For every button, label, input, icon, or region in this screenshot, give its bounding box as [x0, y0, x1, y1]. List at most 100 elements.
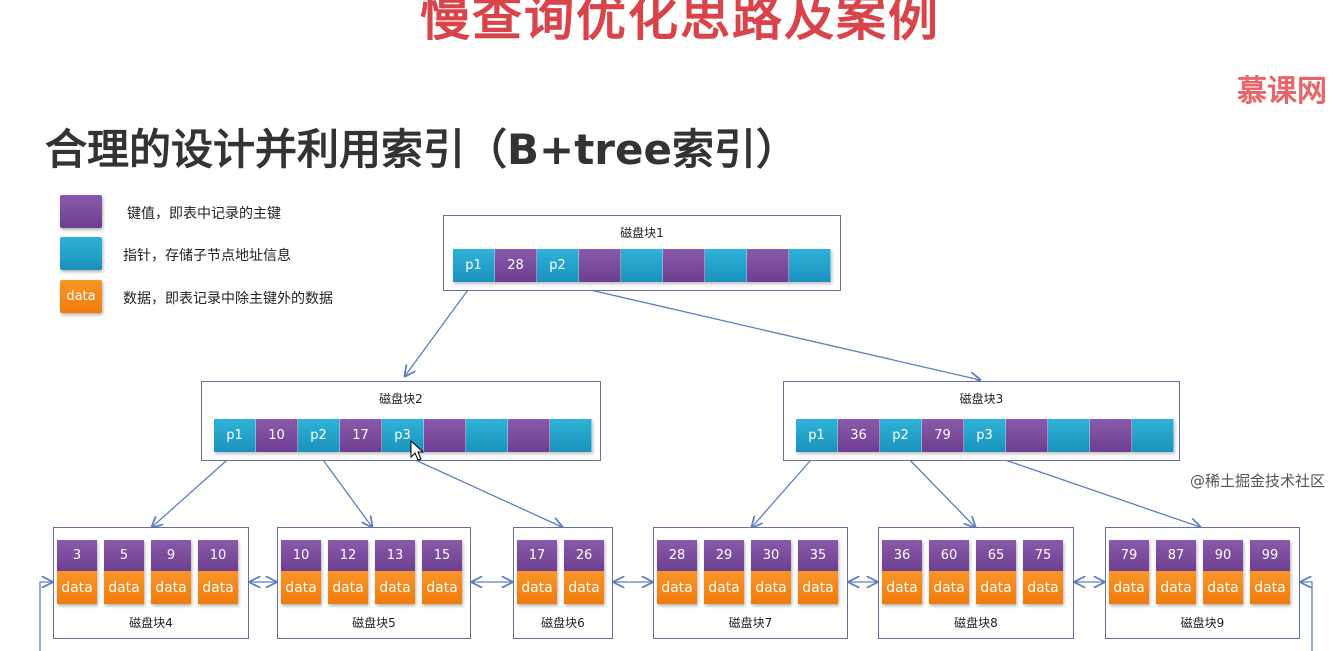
key-cell: 30	[751, 540, 791, 571]
data-cell: data	[104, 571, 144, 604]
data-cell: data	[57, 571, 97, 604]
key-cell: 75	[1023, 540, 1063, 571]
leaf-link-arrow	[1301, 582, 1313, 651]
data-cell: data	[929, 571, 969, 604]
key-cell	[424, 419, 466, 452]
watermark: @稀土掘金技术社区	[1189, 472, 1325, 490]
legend-swatch-orange: data	[60, 280, 102, 313]
leaf-link-arrow	[39, 582, 52, 651]
data-cell: data	[564, 571, 604, 604]
key-cell: 79	[1109, 540, 1149, 571]
key-cell	[1006, 419, 1048, 452]
key-cell	[747, 249, 789, 282]
disk-block-label: 磁盘块7	[728, 616, 773, 630]
data-cell: data	[657, 571, 697, 604]
pointer-arrow	[902, 452, 975, 527]
pointer-cell: p1	[796, 419, 838, 452]
pointer-cell: p2	[537, 249, 579, 282]
pointer-arrow	[559, 282, 980, 380]
data-cell: data	[798, 571, 838, 604]
disk-block-label: 磁盘块1	[620, 226, 664, 240]
slide-title: 慢查询优化思路及案例	[420, 0, 940, 47]
key-cell: 28	[657, 540, 697, 571]
pointer-cell: p2	[880, 419, 922, 452]
pointer-arrow	[152, 452, 236, 527]
legend-text: 键值，即表中记录的主键	[127, 206, 281, 222]
disk-block-label: 磁盘块2	[379, 392, 423, 406]
logo: 慕课网	[1237, 74, 1327, 109]
key-cell: 35	[798, 540, 838, 571]
pointer-cell	[550, 419, 592, 452]
data-cell: data	[375, 571, 415, 604]
data-cell: data	[882, 571, 922, 604]
pointer-cell	[789, 249, 831, 282]
key-cell	[663, 249, 705, 282]
pointer-cell: p2	[298, 419, 340, 452]
key-cell	[508, 419, 550, 452]
key-cell: 9	[151, 540, 191, 571]
data-cell: data	[976, 571, 1016, 604]
key-cell: 3	[57, 540, 97, 571]
key-cell: 87	[1156, 540, 1196, 571]
key-cell: 79	[922, 419, 964, 452]
key-cell: 15	[422, 540, 462, 571]
data-cell: data	[151, 571, 191, 604]
data-cell: data	[1156, 571, 1196, 604]
data-cell: data	[1023, 571, 1063, 604]
data-cell: data	[751, 571, 791, 604]
data-cell: data	[1203, 571, 1243, 604]
key-cell	[579, 249, 621, 282]
key-cell: 28	[495, 249, 537, 282]
data-cell: data	[1109, 571, 1149, 604]
key-cell: 12	[328, 540, 368, 571]
disk-block-label: 磁盘块8	[954, 616, 998, 630]
key-cell: 99	[1250, 540, 1290, 571]
pointer-cell	[705, 249, 747, 282]
legend-text: 数据，即表记录中除主键外的数据	[123, 291, 333, 307]
legend-swatch-teal	[60, 237, 102, 270]
pointer-arrow	[399, 452, 562, 527]
pointer-cell	[1132, 419, 1174, 452]
data-cell: data	[422, 571, 462, 604]
pointer-cell: p1	[453, 249, 495, 282]
key-cell: 10	[256, 419, 298, 452]
legend-swatch-purple	[60, 195, 102, 228]
key-cell: 29	[704, 540, 744, 571]
disk-block-label: 磁盘块9	[1180, 616, 1225, 630]
disk-block-label: 磁盘块4	[129, 616, 173, 630]
key-cell: 13	[375, 540, 415, 571]
data-cell: data	[517, 571, 557, 604]
key-cell: 10	[281, 540, 321, 571]
key-cell: 5	[104, 540, 144, 571]
key-cell: 26	[564, 540, 604, 571]
data-cell: data	[281, 571, 321, 604]
disk-block-label: 磁盘块3	[959, 392, 1004, 406]
